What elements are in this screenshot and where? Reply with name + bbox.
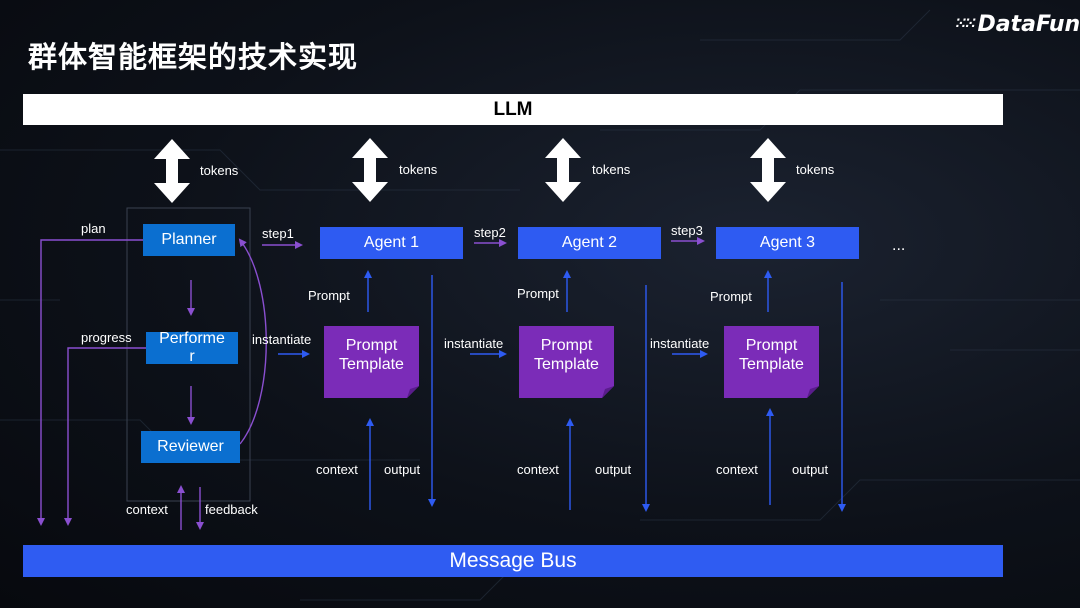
llm-bar: LLM [23, 94, 1003, 125]
more-agents-ellipsis: ... [892, 237, 906, 254]
tokens-label: tokens [200, 163, 239, 178]
instantiate-label: instantiate [444, 336, 504, 351]
output-label: output [792, 462, 829, 477]
tokens-label: tokens [796, 162, 835, 177]
step-label: step3 [671, 223, 703, 238]
context-label: context [716, 462, 758, 477]
plan-label: plan [81, 221, 106, 236]
prompt-template-label: Prompt Template [339, 337, 404, 373]
context-label: context [126, 502, 168, 517]
logo-text: DataFun. [977, 12, 1080, 37]
instantiate-label: instantiate [252, 332, 312, 347]
prompt-label: Prompt [517, 286, 559, 301]
step-label: step2 [474, 225, 506, 240]
prompt-template-label: Prompt Template [534, 337, 599, 373]
datafun-logo: ⁙⁙DataFun. [955, 12, 1080, 40]
double-arrow-icon [154, 139, 190, 203]
prompt-label: Prompt [308, 288, 350, 303]
double-arrow-icon [545, 138, 581, 202]
progress-label: progress [81, 330, 132, 345]
slide-title: 群体智能框架的技术实现 [28, 40, 359, 74]
document-shape-icon [324, 326, 419, 398]
tokens-label: tokens [399, 162, 438, 177]
feedback-label: feedback [205, 502, 258, 517]
performer-box: Performe r [146, 330, 238, 365]
agent-3-box: Agent 3 [716, 227, 859, 259]
document-shape-icon [724, 326, 819, 398]
planner-box: Planner [143, 224, 235, 256]
tokens-label: tokens [592, 162, 631, 177]
agent-1-box: Agent 1 [320, 227, 463, 259]
reviewer-box: Reviewer [141, 431, 240, 463]
double-arrow-icon [750, 138, 786, 202]
agent-2-box: Agent 2 [518, 227, 661, 259]
prompt-template-1: Prompt Template [324, 326, 419, 398]
document-shape-icon [519, 326, 614, 398]
logo-dots-icon: ⁙⁙ [955, 16, 977, 32]
prompt-label: Prompt [710, 289, 752, 304]
prompt-template-3: Prompt Template [724, 326, 819, 398]
output-label: output [384, 462, 421, 477]
prompt-template-label: Prompt Template [739, 337, 804, 373]
instantiate-label: instantiate [650, 336, 710, 351]
message-bus-bar: Message Bus [23, 545, 1003, 577]
prompt-template-2: Prompt Template [519, 326, 614, 398]
double-arrow-icon [352, 138, 388, 202]
context-label: context [316, 462, 358, 477]
output-label: output [595, 462, 632, 477]
step-label: step1 [262, 226, 294, 241]
context-label: context [517, 462, 559, 477]
